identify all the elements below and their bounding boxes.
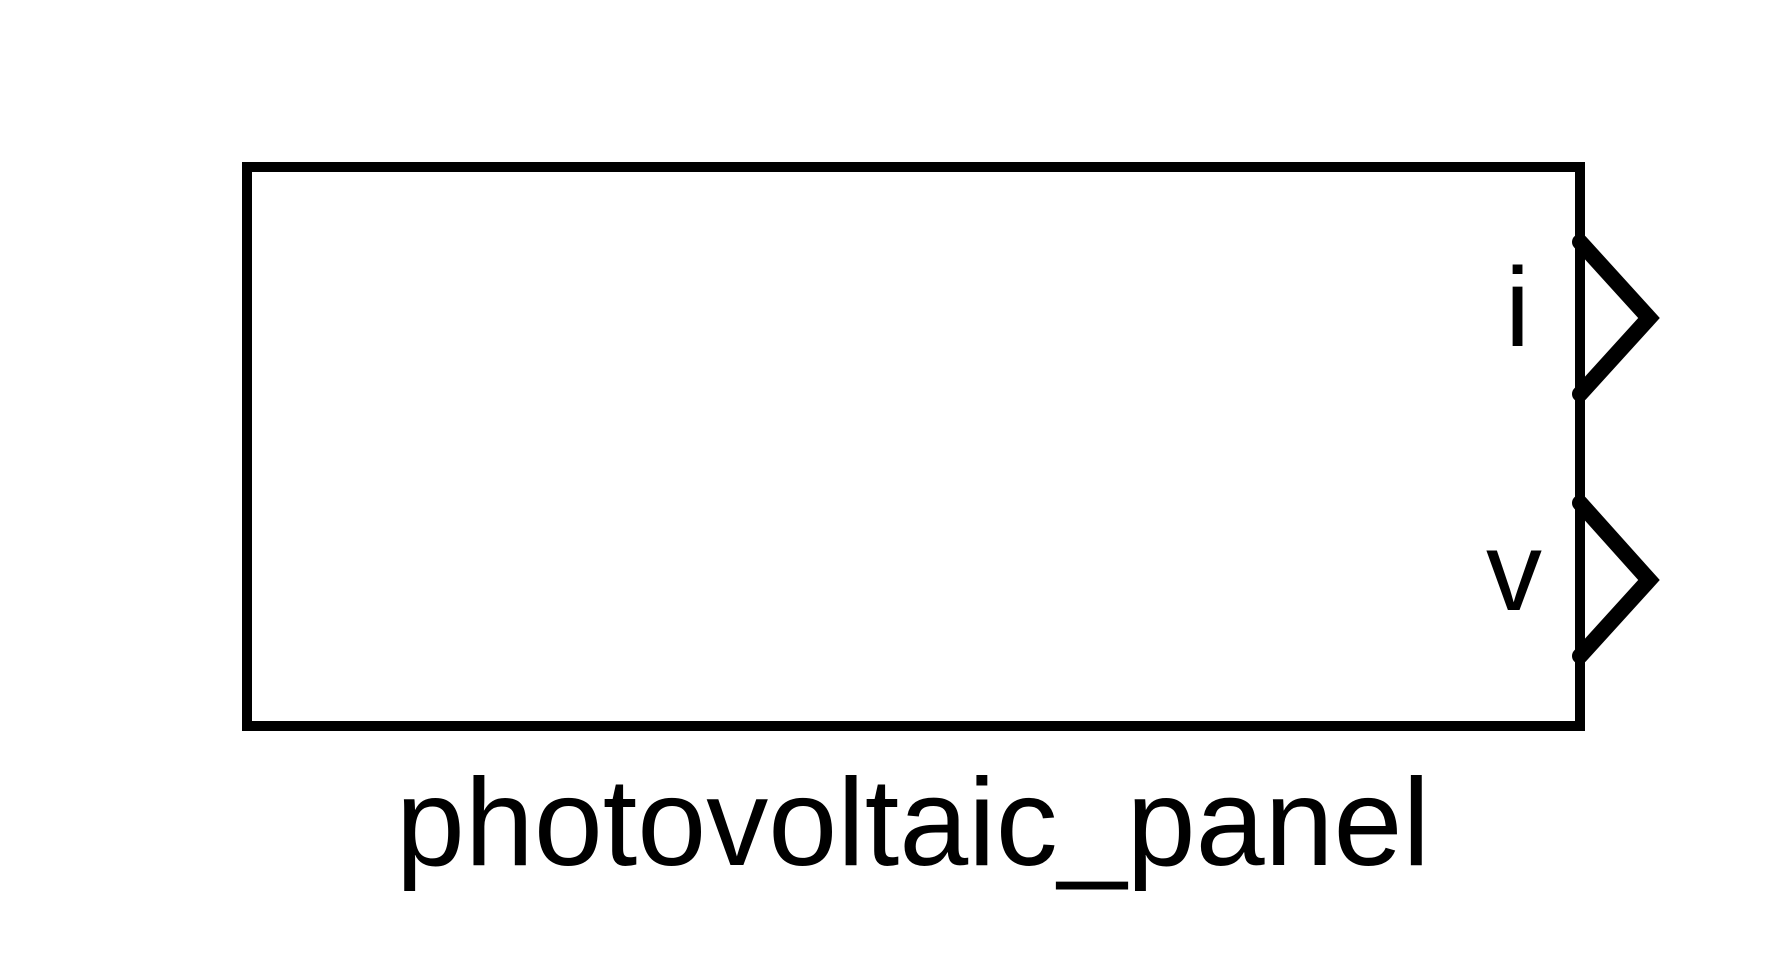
port-label-i: i	[1505, 245, 1530, 370]
output-port-i[interactable]: i	[1505, 234, 1660, 402]
port-arrow-v[interactable]	[1572, 495, 1660, 664]
output-port-v[interactable]: v	[1486, 495, 1660, 664]
block-name-label[interactable]: photovoltaic_panel	[396, 754, 1430, 892]
subsystem-block[interactable]: i v	[242, 162, 1660, 731]
port-arrow-i[interactable]	[1572, 234, 1660, 402]
port-label-v: v	[1486, 509, 1542, 634]
block-body[interactable]	[242, 162, 1585, 731]
